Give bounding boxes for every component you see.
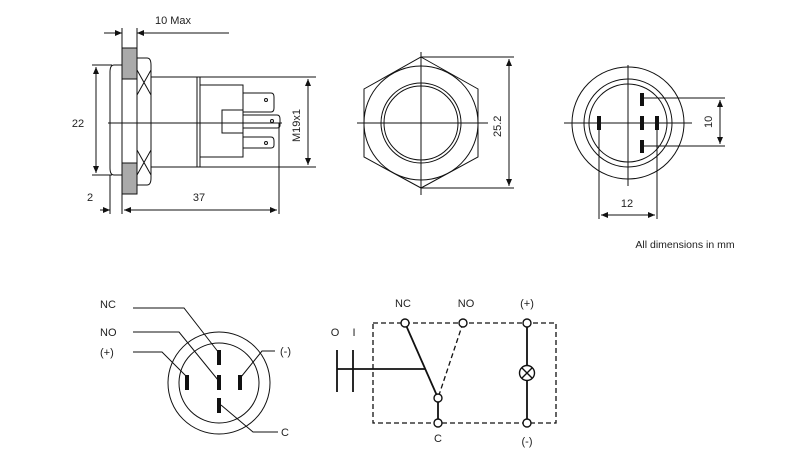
label-i: I xyxy=(352,327,355,339)
label-o: O xyxy=(331,327,340,339)
pin-label-c: C xyxy=(281,427,289,439)
pin-label-plus: (+) xyxy=(100,347,114,359)
label-plus: (+) xyxy=(520,298,534,310)
dim-10-max: 10 Max xyxy=(155,15,192,27)
circuit-schematic: O I NC NO (+) C (-) xyxy=(331,298,557,448)
dim-10: 10 xyxy=(703,116,715,128)
switch-lever xyxy=(404,322,439,399)
rear-view: 10 12 All dimensions in mm xyxy=(564,65,735,251)
dim-2: 2 xyxy=(87,192,93,204)
dim-22: 22 xyxy=(72,118,84,130)
label-minus: (-) xyxy=(522,436,533,448)
pin-label-minus: (-) xyxy=(280,346,291,358)
side-view: 10 Max 22 M19x1 2 37 xyxy=(72,15,316,214)
pin-label-no: NO xyxy=(100,327,117,339)
front-view: 25.2 xyxy=(357,52,514,195)
label-nc: NC xyxy=(395,298,411,310)
dim-thread: M19x1 xyxy=(291,109,303,142)
pinout-diagram: NC NO (+) (-) C xyxy=(100,299,291,439)
nut xyxy=(137,57,152,186)
label-c: C xyxy=(434,433,442,445)
body xyxy=(150,76,198,168)
bezel xyxy=(109,64,122,176)
label-no: NO xyxy=(458,298,475,310)
units-note: All dimensions in mm xyxy=(635,239,734,251)
pin-label-nc: NC xyxy=(100,299,116,311)
dim-37: 37 xyxy=(193,192,205,204)
dim-12: 12 xyxy=(621,198,633,210)
dim-25-2: 25.2 xyxy=(492,116,504,137)
